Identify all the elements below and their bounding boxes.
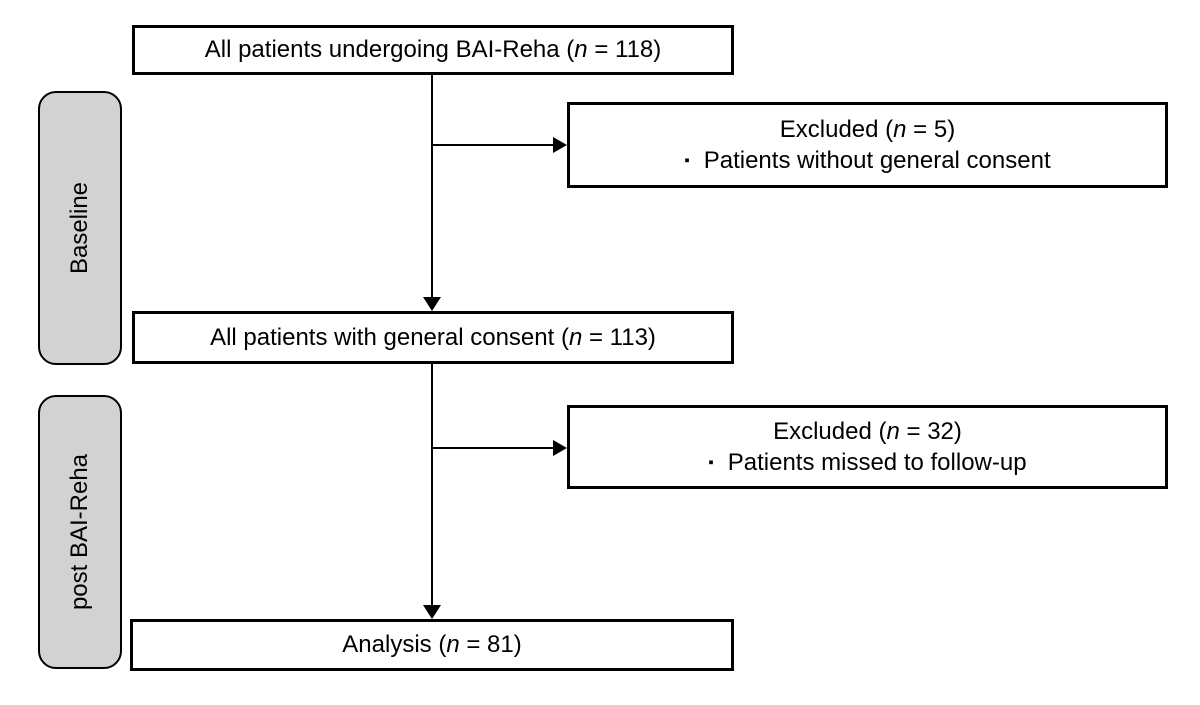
box-consent-n: n (568, 323, 583, 351)
box-enrollment-text: All patients undergoing BAI-Reha (n = 11… (205, 34, 662, 65)
excluded-followup-title-post: = 32) (899, 417, 962, 445)
bullet-icon: ▪ (708, 454, 714, 471)
box-excluded-followup-reason: ▪ Patients missed to follow-up (708, 447, 1026, 478)
excluded-baseline-n: n (893, 115, 907, 143)
stage-label-baseline-text: Baseline (66, 181, 93, 275)
box-excluded-followup: Excluded (n = 32) ▪ Patients missed to fo… (567, 405, 1168, 489)
box-excluded-baseline-reason: ▪ Patients without general consent (684, 145, 1050, 176)
box-analysis-n: n (446, 631, 460, 659)
box-analysis: Analysis (n = 81) (130, 619, 734, 671)
box-enrollment-n: n (574, 36, 588, 64)
arrowhead-right-icon (553, 440, 567, 456)
excluded-followup-n: n (886, 417, 900, 445)
arrowhead-down-icon (423, 297, 441, 311)
excluded-followup-reason-text: Patients missed to follow-up (727, 449, 1027, 476)
connector-enrollment-to-consent (431, 75, 433, 299)
box-consent: All patients with general consent (n = 1… (132, 311, 734, 364)
box-excluded-baseline: Excluded (n = 5) ▪ Patients without gener… (567, 102, 1168, 188)
excluded-followup-title-pre: Excluded ( (773, 417, 887, 445)
connector-branch-excluded-followup (432, 447, 554, 449)
stage-label-post-bai-reha: post BAI-Reha (38, 395, 122, 669)
box-excluded-followup-title: Excluded (n = 32) (773, 416, 962, 447)
box-analysis-text-pre: Analysis ( (342, 631, 447, 659)
stage-label-post-bai-reha-text: post BAI-Reha (66, 453, 93, 611)
connector-consent-to-analysis (431, 364, 433, 606)
excluded-baseline-title-post: = 5) (906, 115, 956, 143)
box-consent-text-post: = 113) (582, 323, 656, 351)
bullet-icon: ▪ (684, 152, 690, 169)
box-consent-text: All patients with general consent (n = 1… (210, 322, 656, 353)
excluded-baseline-title-pre: Excluded ( (779, 115, 894, 143)
excluded-baseline-reason-text: Patients without general consent (703, 147, 1051, 174)
box-enrollment-text-pre: All patients undergoing BAI-Reha ( (204, 36, 575, 64)
connector-branch-excluded-baseline (432, 144, 554, 146)
box-excluded-baseline-title: Excluded (n = 5) (780, 114, 955, 145)
box-enrollment-text-post: = 118) (587, 36, 662, 64)
stage-label-baseline: Baseline (38, 91, 122, 365)
box-consent-text-pre: All patients with general consent ( (210, 323, 569, 351)
box-enrollment: All patients undergoing BAI-Reha (n = 11… (132, 25, 734, 75)
arrowhead-down-icon (423, 605, 441, 619)
box-analysis-text: Analysis (n = 81) (342, 629, 521, 660)
box-analysis-text-post: = 81) (459, 631, 522, 659)
arrowhead-right-icon (553, 137, 567, 153)
